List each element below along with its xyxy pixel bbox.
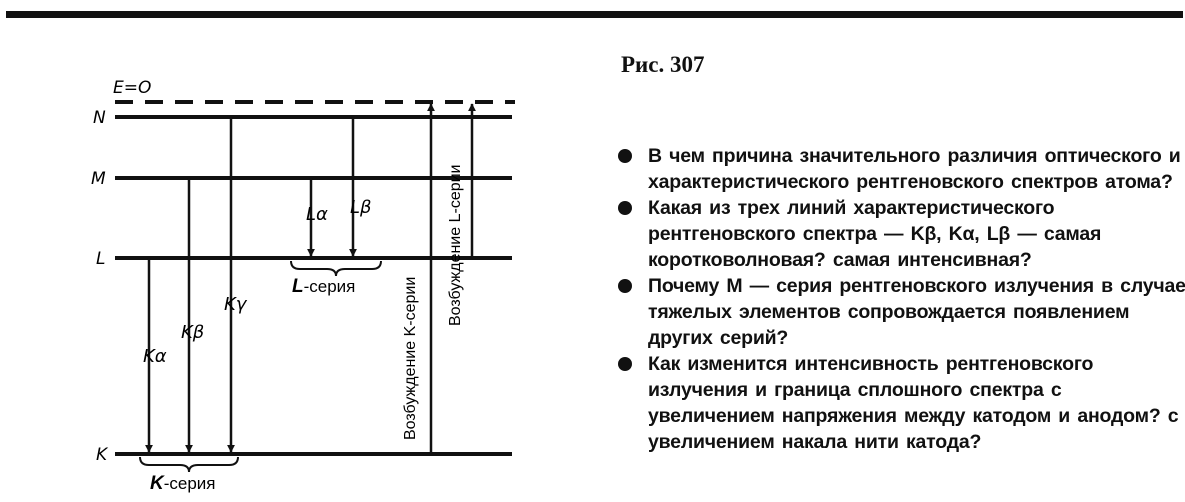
question-item: Почему M — серия рентгеновского излучени… <box>614 273 1185 351</box>
bullet-icon <box>618 357 632 371</box>
figure-caption: Рис. 307 <box>621 52 705 77</box>
question-text: В чем причина значительного различия опт… <box>648 145 1181 193</box>
k-series-label: K-серия <box>150 473 216 494</box>
l-series-label: L-серия <box>292 276 355 297</box>
question-item: Как изменится интенсивность рентгеновско… <box>614 351 1185 455</box>
question-text: Почему M — серия рентгеновского излучени… <box>648 275 1185 349</box>
l-excitation-label: Возбуждение L-серии <box>447 165 464 327</box>
bullet-icon <box>618 279 632 293</box>
k-series-brace <box>139 456 239 473</box>
l-beta-label: Lβ <box>350 197 372 218</box>
bullet-icon <box>618 201 632 215</box>
question-list: В чем причина значительного различия опт… <box>614 143 1185 455</box>
k-beta-label: Kβ <box>181 322 204 343</box>
level-n-label: N <box>93 108 106 128</box>
top-rule <box>6 11 1183 18</box>
k-alpha-label: Kα <box>143 346 167 367</box>
level-m-label: M <box>91 169 106 189</box>
zero-energy-label: E=O <box>113 78 151 98</box>
question-item: Какая из трех линий характеристического … <box>614 195 1185 273</box>
bullet-icon <box>618 149 632 163</box>
level-l-label: L <box>96 249 105 269</box>
question-text: Как изменится интенсивность рентгеновско… <box>648 353 1179 453</box>
question-item: В чем причина значительного различия опт… <box>614 143 1185 195</box>
energy-level-diagram: E=O N M L K Kα Kβ Kγ Lα Lβ L-серия K-сер… <box>91 78 515 494</box>
k-excitation-label: Возбуждение K-серии <box>402 277 419 440</box>
l-series-brace <box>290 260 382 277</box>
k-gamma-label: Kγ <box>224 294 248 315</box>
level-k-label: K <box>96 445 109 465</box>
question-text: Какая из трех линий характеристического … <box>648 197 1102 271</box>
l-alpha-label: Lα <box>306 204 328 225</box>
